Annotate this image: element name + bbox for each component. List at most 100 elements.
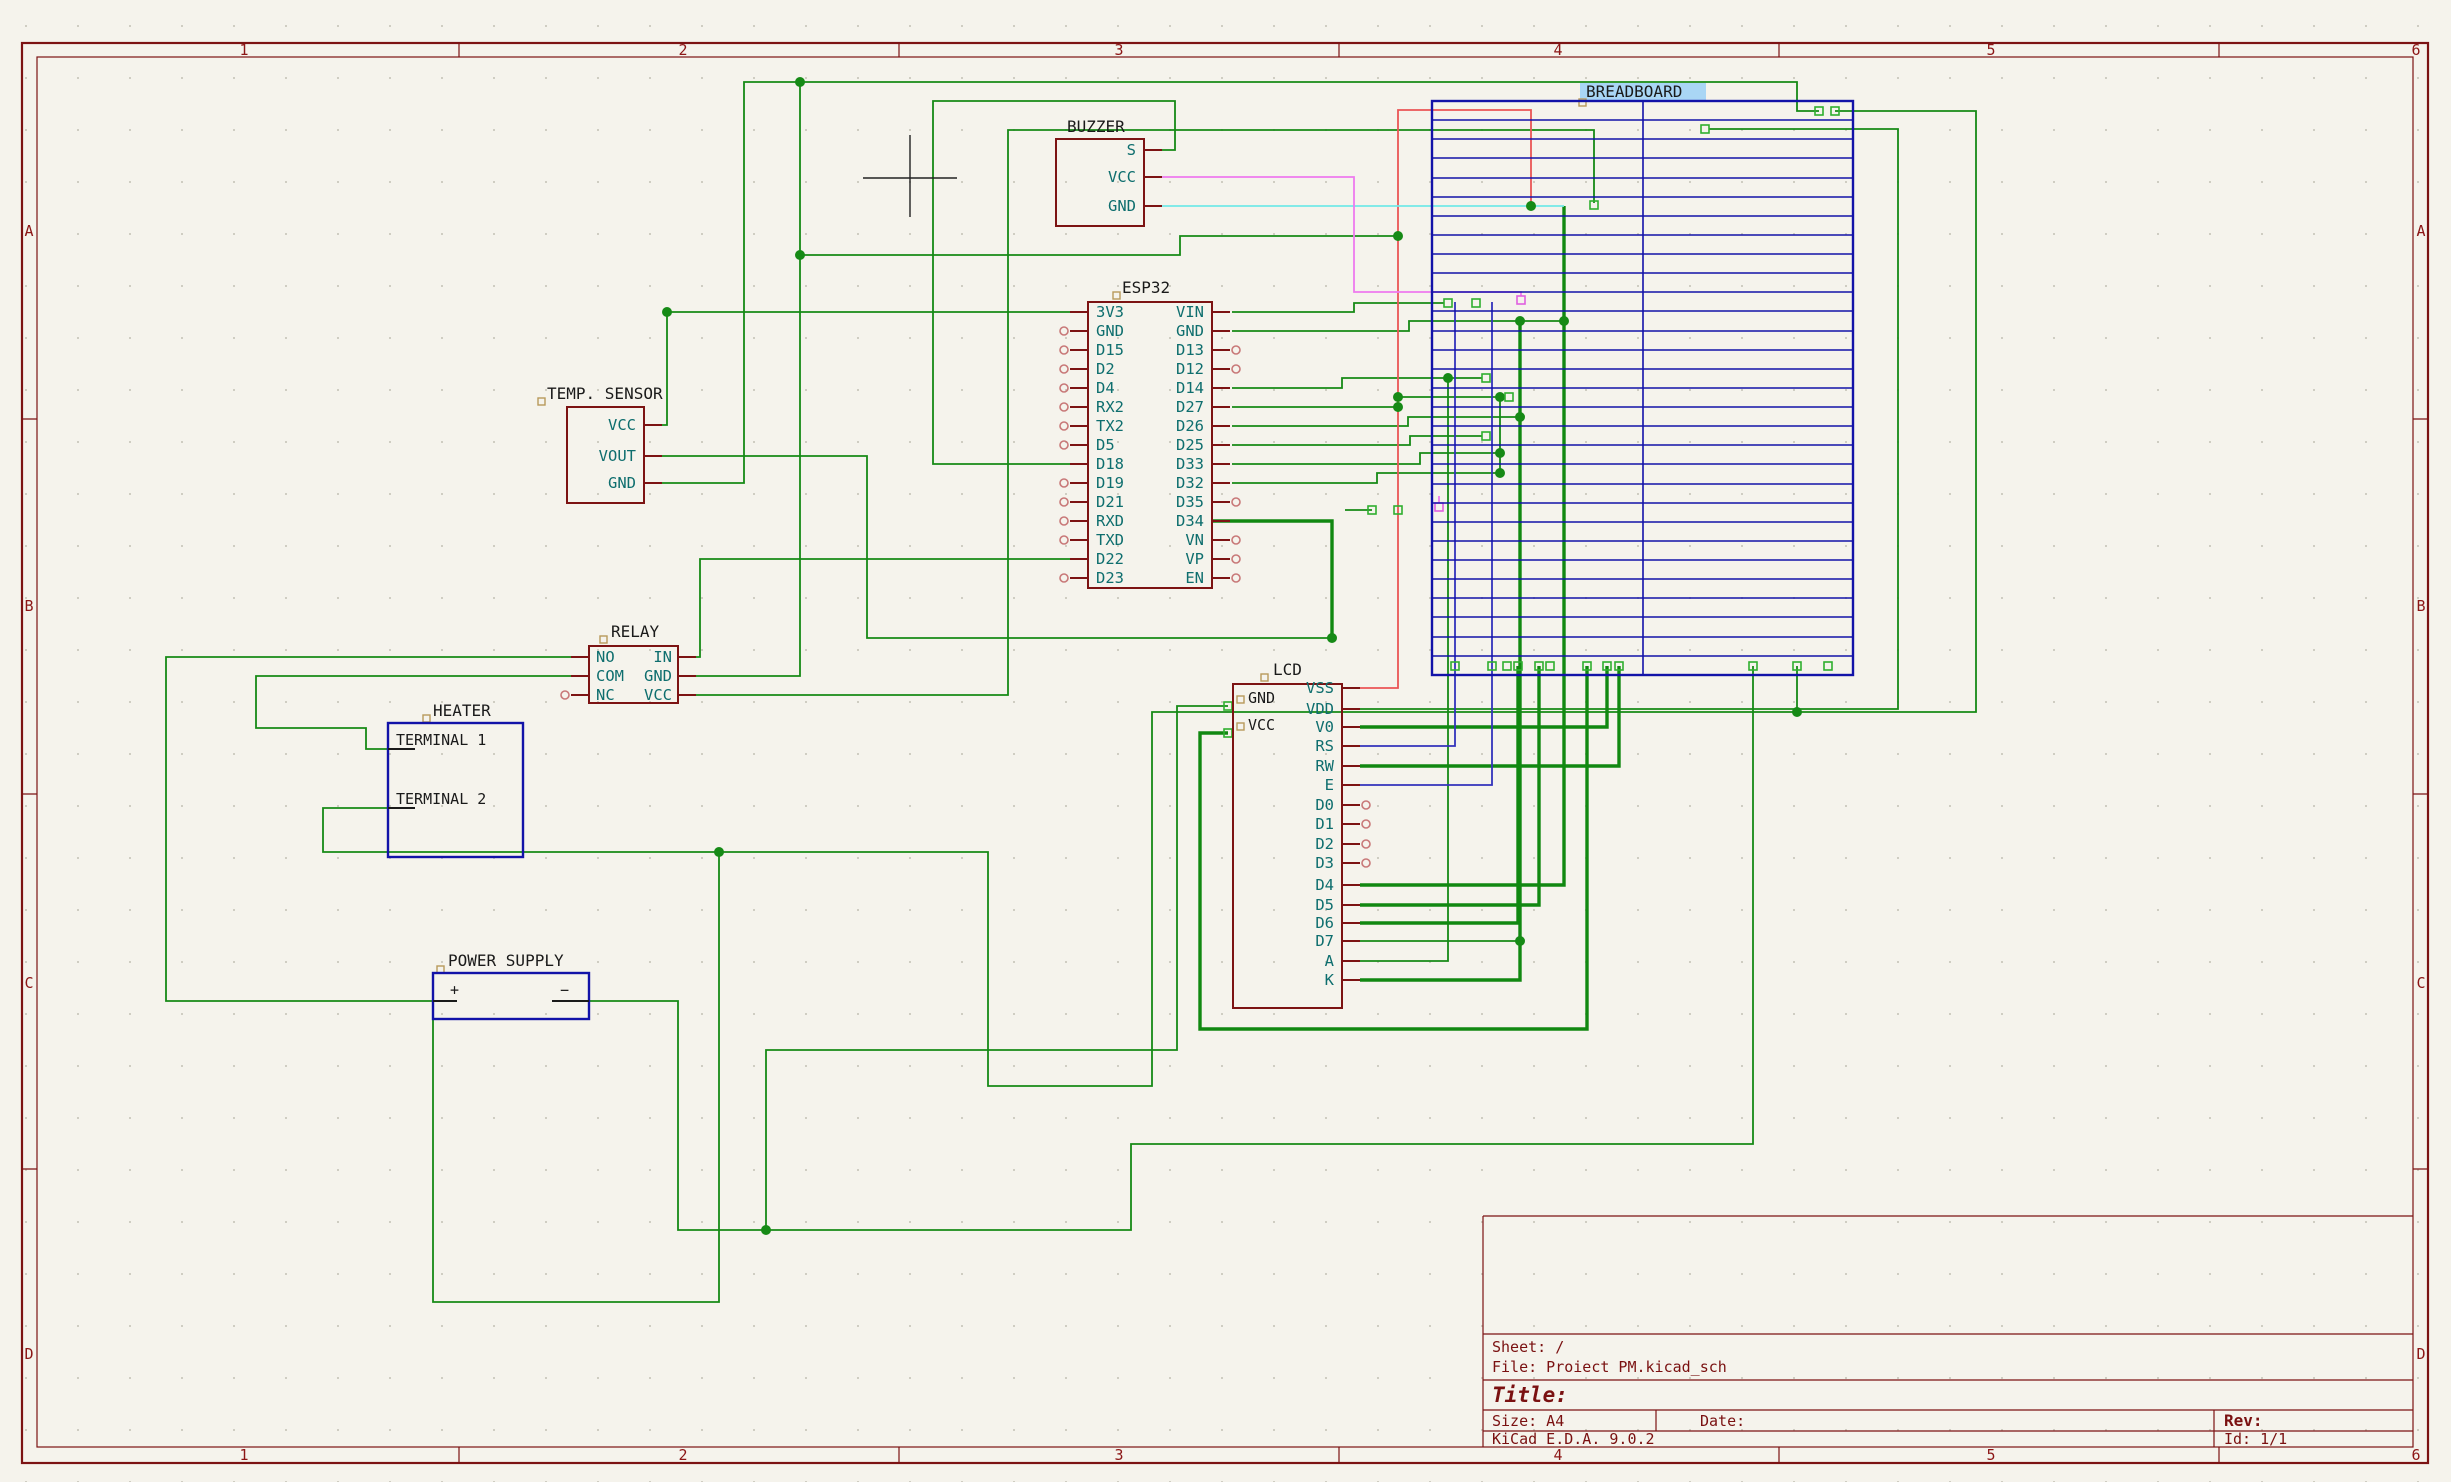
svg-text:D34: D34 bbox=[1176, 512, 1204, 530]
svg-text:GND: GND bbox=[1108, 197, 1136, 215]
power-supply-body bbox=[431, 971, 591, 1021]
svg-text:D2: D2 bbox=[1096, 360, 1115, 378]
frame-col-label: 5 bbox=[1986, 1446, 1995, 1464]
lcd-side-vcc: VCC bbox=[1248, 716, 1275, 734]
frame-row-label: D bbox=[24, 1345, 33, 1363]
lcd-label: LCD bbox=[1273, 660, 1302, 679]
svg-text:GND: GND bbox=[608, 474, 636, 492]
component-buzzer[interactable]: BUZZER S VCC GND bbox=[1055, 117, 1162, 227]
svg-text:VOUT: VOUT bbox=[599, 447, 636, 465]
svg-text:D23: D23 bbox=[1096, 569, 1124, 587]
svg-text:D12: D12 bbox=[1176, 360, 1204, 378]
svg-text:TERMINAL 1: TERMINAL 1 bbox=[396, 731, 486, 749]
svg-text:RS: RS bbox=[1315, 737, 1334, 755]
svg-text:D6: D6 bbox=[1315, 914, 1334, 932]
heater-body bbox=[386, 721, 525, 859]
frame-row-label: C bbox=[24, 974, 33, 992]
frame-col-label: 2 bbox=[678, 41, 687, 59]
svg-text:VIN: VIN bbox=[1176, 303, 1204, 321]
frame-col-label: 1 bbox=[239, 1446, 248, 1464]
component-breadboard[interactable]: BREADBOARD bbox=[1430, 82, 1855, 677]
component-lcd[interactable]: LCD GND VCC VSS VDD V0 RS RW E D0 D1 D2 … bbox=[1232, 660, 1360, 1009]
component-temp-sensor[interactable]: TEMP. SENSOR VCC VOUT GND bbox=[537, 384, 663, 504]
frame-col-label: 6 bbox=[2411, 41, 2420, 59]
wire-buzzer-vcc-magenta bbox=[1162, 176, 1522, 296]
cursor-crosshair bbox=[863, 135, 957, 217]
title-block-file: File: Proiect PM.kicad_sch bbox=[1492, 1358, 1727, 1376]
svg-text:IN: IN bbox=[653, 648, 672, 666]
svg-text:D22: D22 bbox=[1096, 550, 1124, 568]
wire-lcd-e-blue bbox=[1360, 302, 1493, 786]
svg-text:RXD: RXD bbox=[1096, 512, 1124, 530]
svg-text:D25: D25 bbox=[1176, 436, 1204, 454]
component-esp32[interactable]: ESP32 3V3 GND D15 D2 D4 RX2 TX2 D5 D18 D… bbox=[1070, 278, 1230, 589]
component-power-supply[interactable]: POWER SUPPLY + − bbox=[431, 951, 591, 1021]
svg-text:D32: D32 bbox=[1176, 474, 1204, 492]
svg-text:D0: D0 bbox=[1315, 796, 1334, 814]
wires-green[interactable] bbox=[165, 81, 1977, 1303]
wire-vss-red bbox=[1360, 109, 1532, 689]
svg-text:D4: D4 bbox=[1096, 379, 1115, 397]
svg-text:GND: GND bbox=[1096, 322, 1124, 340]
svg-text:VDD: VDD bbox=[1306, 700, 1334, 718]
svg-text:VN: VN bbox=[1185, 531, 1204, 549]
frame-row-label: B bbox=[24, 597, 33, 615]
svg-text:NC: NC bbox=[596, 686, 615, 704]
svg-text:D5: D5 bbox=[1096, 436, 1115, 454]
svg-text:D4: D4 bbox=[1315, 876, 1334, 894]
svg-text:D1: D1 bbox=[1315, 815, 1334, 833]
title-block: Sheet: / File: Proiect PM.kicad_sch Titl… bbox=[1482, 1215, 2413, 1448]
frame-row-label: A bbox=[24, 222, 33, 240]
svg-text:E: E bbox=[1325, 776, 1334, 794]
title-block-title: Title: bbox=[1492, 1383, 1568, 1407]
svg-text:S: S bbox=[1127, 141, 1136, 159]
title-block-size: Size: A4 bbox=[1492, 1412, 1564, 1430]
frame-col-label: 2 bbox=[678, 1446, 687, 1464]
svg-text:D2: D2 bbox=[1315, 835, 1334, 853]
svg-text:GND: GND bbox=[644, 667, 672, 685]
svg-text:D3: D3 bbox=[1315, 854, 1334, 872]
svg-text:VP: VP bbox=[1185, 550, 1204, 568]
unconnected-pin-circles bbox=[560, 326, 1371, 868]
svg-text:D5: D5 bbox=[1315, 896, 1334, 914]
frame-col-label: 3 bbox=[1114, 1446, 1123, 1464]
esp32-right-pin-names: VIN GND D13 D12 D14 D27 D26 D25 D33 D32 … bbox=[1176, 303, 1204, 587]
svg-text:TX2: TX2 bbox=[1096, 417, 1124, 435]
svg-text:D19: D19 bbox=[1096, 474, 1124, 492]
svg-text:VCC: VCC bbox=[1108, 168, 1136, 186]
power-supply-label: POWER SUPPLY bbox=[448, 951, 564, 970]
svg-text:GND: GND bbox=[1176, 322, 1204, 340]
svg-text:VSS: VSS bbox=[1306, 679, 1334, 697]
temp-sensor-label: TEMP. SENSOR bbox=[547, 384, 663, 403]
esp32-label: ESP32 bbox=[1122, 278, 1170, 297]
power-plus: + bbox=[450, 981, 459, 999]
title-block-generator: KiCad E.D.A. 9.0.2 bbox=[1492, 1430, 1655, 1448]
svg-text:D18: D18 bbox=[1096, 455, 1124, 473]
wires-colored[interactable] bbox=[1162, 109, 1564, 786]
relay-label: RELAY bbox=[611, 622, 660, 641]
wire-junctions bbox=[662, 77, 1802, 1235]
lcd-body bbox=[1232, 683, 1343, 1009]
svg-text:D14: D14 bbox=[1176, 379, 1204, 397]
svg-text:D26: D26 bbox=[1176, 417, 1204, 435]
title-block-rev: Rev: bbox=[2224, 1411, 2263, 1430]
component-heater[interactable]: HEATER TERMINAL 1 TERMINAL 2 bbox=[386, 701, 525, 859]
component-relay[interactable]: RELAY NO COM NC IN GND VCC bbox=[571, 622, 696, 704]
frame-col-label: 4 bbox=[1553, 41, 1562, 59]
page-frame: 1 2 3 4 5 6 1 2 3 4 5 6 A B C D A B C D bbox=[20, 41, 2430, 1465]
svg-text:D27: D27 bbox=[1176, 398, 1204, 416]
svg-text:D35: D35 bbox=[1176, 493, 1204, 511]
power-minus: − bbox=[560, 981, 569, 999]
esp32-left-pin-names: 3V3 GND D15 D2 D4 RX2 TX2 D5 D18 D19 D21… bbox=[1096, 303, 1124, 587]
breadboard-label: BREADBOARD bbox=[1586, 82, 1682, 101]
title-block-date: Date: bbox=[1700, 1412, 1745, 1430]
svg-text:A: A bbox=[1325, 952, 1335, 970]
svg-text:K: K bbox=[1325, 971, 1335, 989]
svg-text:D21: D21 bbox=[1096, 493, 1124, 511]
svg-text:VCC: VCC bbox=[608, 416, 636, 434]
svg-text:RW: RW bbox=[1315, 757, 1334, 775]
svg-text:3V3: 3V3 bbox=[1096, 303, 1124, 321]
svg-text:RX2: RX2 bbox=[1096, 398, 1124, 416]
